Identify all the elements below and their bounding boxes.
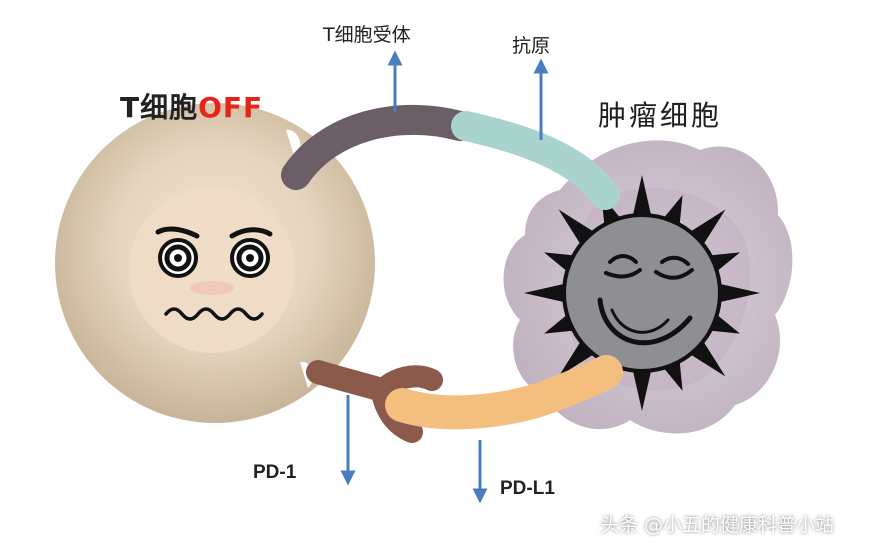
watermark: 头条 @小五的健康科普小站: [600, 514, 835, 536]
antigen: [451, 111, 620, 210]
tumor-left-eye: [604, 268, 642, 279]
tumor-spike: [631, 364, 653, 411]
t-cell-blush: [190, 281, 234, 295]
tumor-right-eye: [654, 268, 694, 280]
t-cell-off-status: OFF: [198, 91, 264, 124]
tumor-spike: [713, 282, 760, 304]
pdl1-label: PD-L1: [500, 478, 555, 499]
pd1-label: PD-1: [253, 462, 297, 483]
tumor-spike: [631, 175, 653, 222]
tumor-smile: [597, 297, 693, 346]
tumor-spike: [524, 282, 571, 304]
t-cell-receptor: [281, 104, 475, 190]
t-cell-receptor-label: T细胞受体: [323, 24, 411, 46]
t-cell-wavy-mouth: [164, 307, 264, 321]
antigen-label: 抗原: [512, 35, 551, 57]
tumor-smile-inner: [610, 308, 670, 334]
t-cell-nucleus: [129, 187, 295, 353]
tumor-left-eyebrow: [608, 254, 638, 264]
tumor-cell-label: 肿瘤细胞: [598, 99, 723, 132]
pdl1: [385, 355, 623, 430]
t-cell-right-pupil: [236, 244, 264, 272]
t-cell-right-eyebrow: [229, 227, 273, 239]
t-cell-left-eyebrow: [155, 226, 200, 239]
tumor-right-eyebrow: [660, 255, 690, 266]
t-cell-left-pupil: [164, 244, 192, 272]
t-cell-right-pupil-center: [246, 254, 254, 262]
t-cell-left-pupil-center: [174, 254, 182, 262]
t-cell-title: T细胞OFF: [120, 86, 263, 126]
tumor-face: [562, 213, 722, 373]
t-cell-label: T细胞: [120, 91, 199, 124]
